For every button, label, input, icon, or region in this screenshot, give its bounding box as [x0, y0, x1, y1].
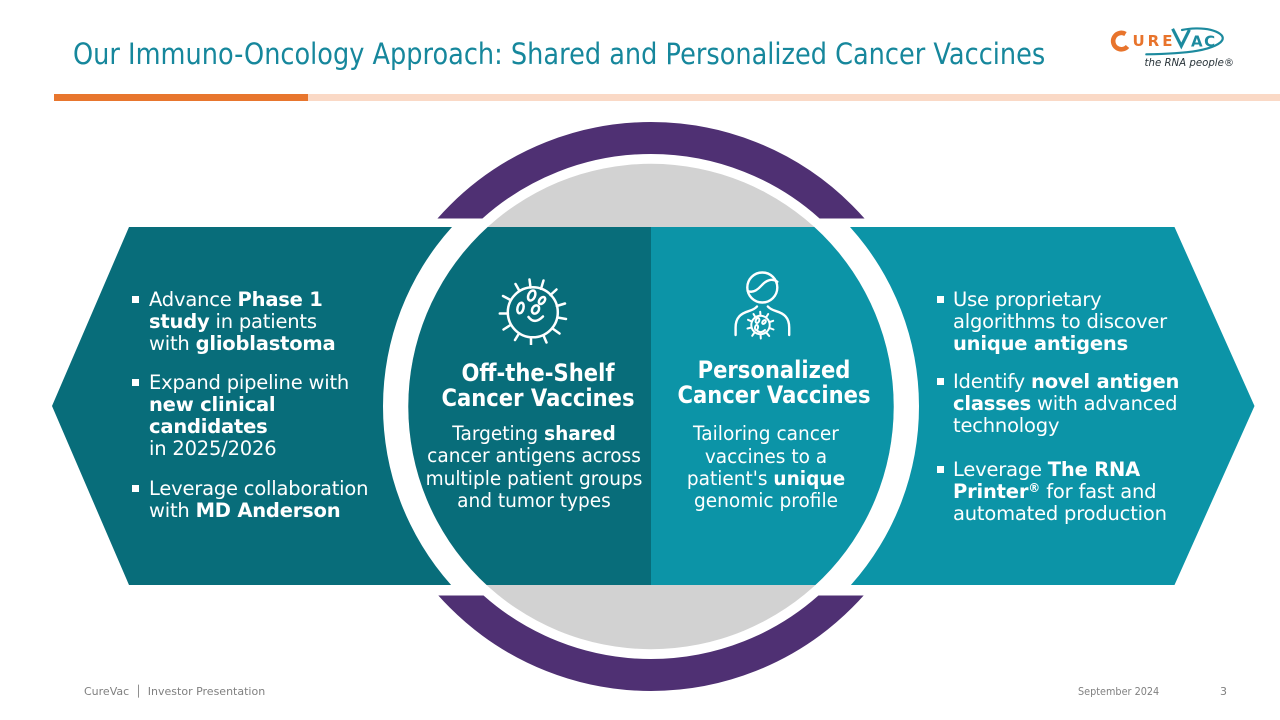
left-arrow-shape	[52, 227, 452, 585]
bullet-square-icon	[936, 378, 944, 386]
divider-accent-bar	[54, 94, 308, 101]
virus-icon	[498, 278, 568, 345]
right-arrow-shape	[850, 227, 1255, 585]
footer-brand: CureVac	[84, 684, 130, 698]
footer-brand-line: CureVac │ Investor Presentation	[84, 685, 265, 698]
bullet-square-icon	[132, 379, 139, 387]
curevac-logo: URE AC the RNA people®	[1110, 27, 1235, 69]
bullet-square-icon	[132, 484, 139, 492]
logo-ellipse-swoosh-icon	[1145, 27, 1224, 56]
logo-word-tail: AC	[1191, 32, 1217, 50]
logo-word-head: URE	[1133, 32, 1176, 50]
divider-rest-bar	[308, 94, 1280, 101]
logo-c-swoosh-icon	[1110, 30, 1130, 52]
bullet-square-icon	[132, 295, 139, 303]
circle-right-half	[651, 227, 894, 585]
footer-label: Investor Presentation	[147, 684, 266, 698]
person-icon	[734, 271, 791, 340]
bullet-square-icon	[936, 465, 944, 473]
logo-tagline: the RNA people®	[1145, 58, 1235, 69]
logo-v-glyph	[1171, 28, 1191, 50]
footer-page-number: 3	[1220, 684, 1227, 698]
page-title: Our Immuno-Oncology Approach: Shared and…	[73, 37, 1046, 71]
footer-separator: │	[135, 684, 142, 698]
bullet-square-icon	[936, 295, 944, 303]
footer-date: September 2024	[1078, 684, 1160, 698]
